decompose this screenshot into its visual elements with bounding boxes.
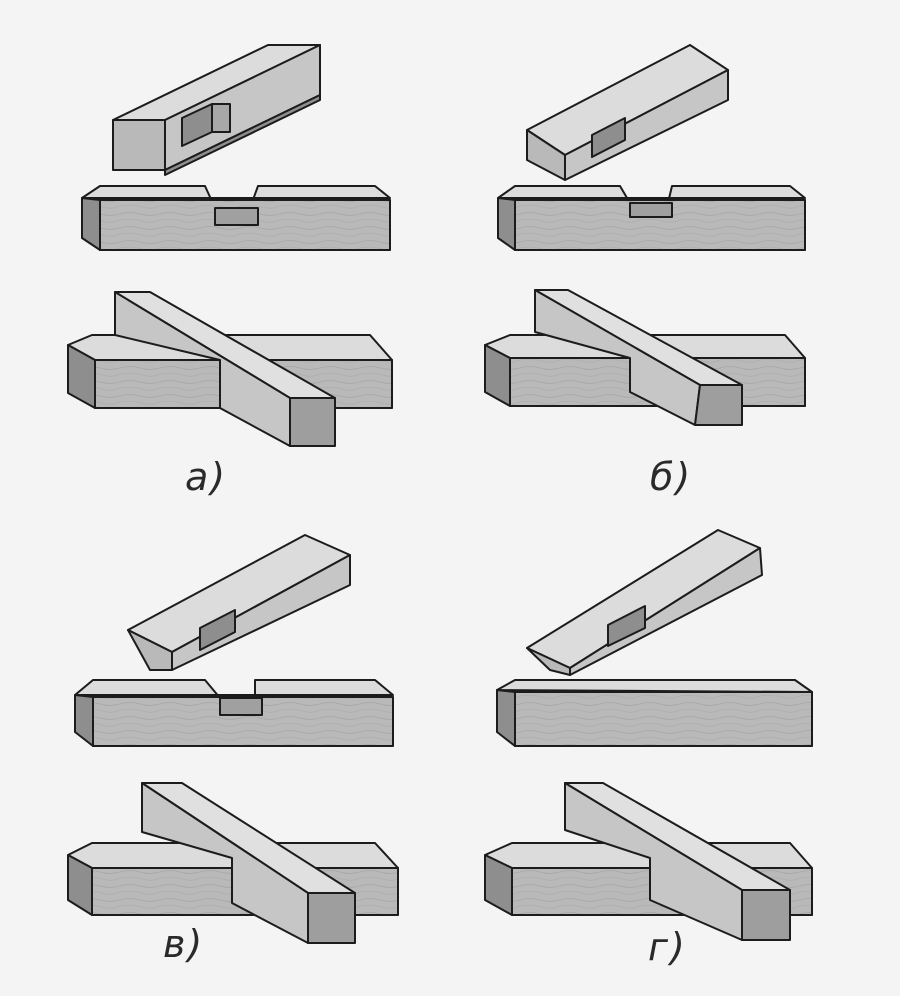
label-b: б) [650,455,693,499]
panel-v-upper-beam [127,534,351,671]
label-a: а) [185,455,228,499]
label-v: в) [163,922,205,966]
panel-v-lower-beam [74,679,394,747]
panel-g-joint-exploded [496,529,813,747]
panel-g-upper-beam [526,529,763,676]
panel-a-upper-beam [112,44,321,176]
label-g: г) [648,925,687,969]
panel-b-upper-beam [526,44,729,181]
panel-g-lower-beam [496,679,813,747]
panel-a-joint-assembled [67,291,393,447]
panel-b-joint-assembled [484,289,806,426]
panel-a-joint-exploded [81,44,391,251]
panel-v-joint-assembled [67,782,399,944]
panel-v-joint-exploded [74,534,394,747]
panel-g-joint-assembled [484,782,813,941]
panel-a-lower-beam [81,185,391,251]
panel-b-lower-beam [497,185,806,251]
panel-b-joint-exploded [497,44,806,251]
